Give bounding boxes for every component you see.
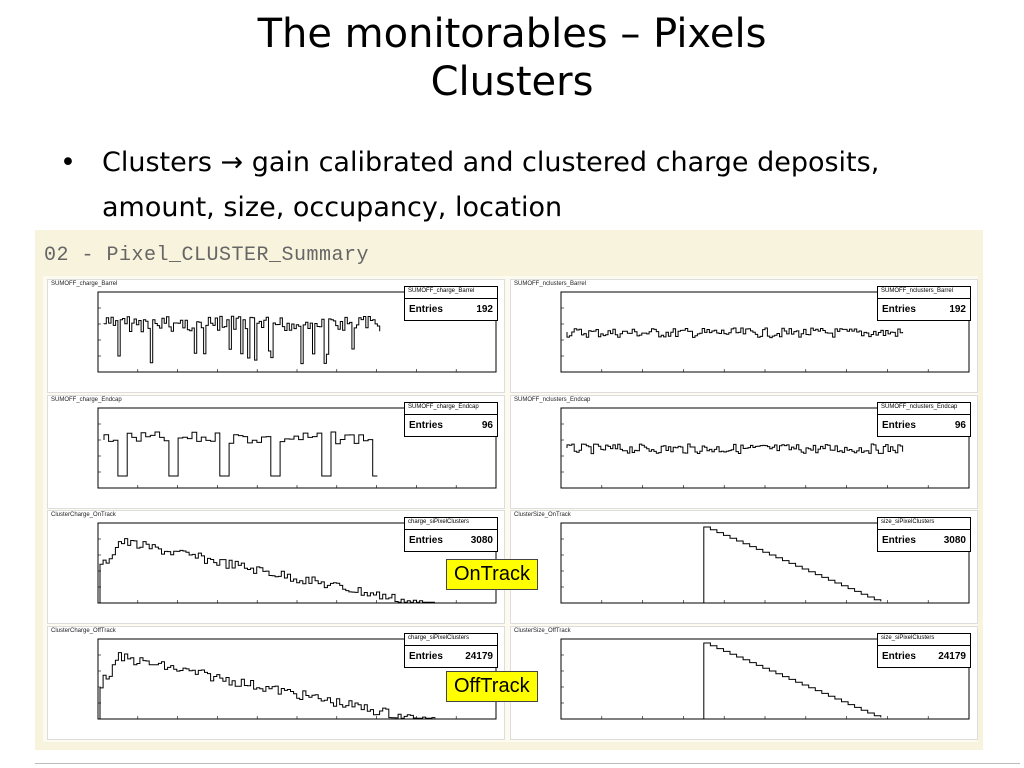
entries-value: 96 [954, 420, 966, 431]
entries-value: 192 [476, 304, 493, 315]
entries-value: 3080 [943, 535, 966, 546]
histogram-charge_offtrack: ClusterCharge_OffTrack charge_siPixelClus… [47, 626, 505, 740]
entries-label: Entries [882, 420, 916, 431]
stat-box-row: Entries 3080 [405, 530, 497, 551]
histogram-name: SUMOFF_nclusters_Barrel [514, 281, 587, 287]
stat-box-name: size_siPixelClusters [878, 518, 970, 530]
histogram-name: ClusterSize_OffTrack [514, 628, 571, 634]
histogram-size_offtrack: ClusterSize_OffTrack size_siPixelClusters… [510, 626, 978, 740]
histogram-line [99, 538, 435, 603]
histogram-name: SUMOFF_charge_Barrel [51, 281, 118, 287]
histogram-plot [97, 407, 497, 489]
stat-box-name: SUMOFF_nclusters_Barrel [878, 287, 970, 299]
histogram-line [103, 315, 381, 365]
entries-label: Entries [409, 651, 443, 662]
histogram-line [566, 443, 904, 455]
bullet-marker: • [60, 147, 76, 178]
entries-value: 192 [949, 304, 966, 315]
arrow-icon: → [220, 147, 244, 178]
histogram-plot [560, 407, 970, 489]
histogram-line [703, 526, 882, 603]
stat-box-name: size_siPixelClusters [878, 634, 970, 646]
ontrack-tag: OnTrack [446, 559, 538, 590]
slide-title-line1: The monitorables – Pixels [257, 11, 767, 57]
stat-box-name: SUMOFF_nclusters_Endcap [878, 403, 970, 415]
slide-title: The monitorables – Pixels Clusters [0, 10, 1024, 106]
histogram-line [566, 327, 904, 339]
histogram-plot [97, 291, 497, 373]
entries-label: Entries [409, 304, 443, 315]
bullet-text-end: gain calibrated and clustered charge dep… [102, 147, 880, 223]
offtrack-tag: OffTrack [446, 671, 538, 702]
entries-value: 3080 [470, 535, 493, 546]
bottom-divider [35, 763, 1020, 764]
stat-box-row: Entries 96 [878, 415, 970, 436]
stat-box-row: Entries 192 [878, 299, 970, 320]
stat-box-row: Entries 24179 [878, 646, 970, 667]
entries-value: 24179 [938, 651, 966, 662]
slide-title-line2: Clusters [430, 59, 594, 105]
entries-label: Entries [409, 420, 443, 431]
entries-value: 96 [481, 420, 493, 431]
histogram-line [703, 642, 882, 719]
stat-box-row: Entries 192 [405, 299, 497, 320]
histogram-name: ClusterSize_OnTrack [514, 512, 571, 518]
bullet-text: Clusters → gain calibrated and clustered… [102, 140, 962, 230]
stat-box-row: Entries 96 [405, 415, 497, 436]
stat-box-name: SUMOFF_charge_Barrel [405, 287, 497, 299]
stat-box-row: Entries 24179 [405, 646, 497, 667]
histogram-name: SUMOFF_nclusters_Endcap [514, 397, 591, 403]
histogram-charge_ontrack: ClusterCharge_OnTrack charge_siPixelClust… [47, 510, 505, 624]
histogram-plot [560, 291, 970, 373]
entries-label: Entries [882, 304, 916, 315]
histogram-name: SUMOFF_charge_Endcap [51, 397, 122, 403]
stat-box-row: Entries 3080 [878, 530, 970, 551]
histogram-name: ClusterCharge_OnTrack [51, 512, 116, 518]
histogram-name: ClusterCharge_OffTrack [51, 628, 116, 634]
summary-title: 02 - Pixel_CLUSTER_Summary [44, 244, 370, 267]
histogram-plot [560, 522, 970, 604]
entries-label: Entries [882, 535, 916, 546]
histogram-line [99, 652, 436, 719]
entries-value: 24179 [465, 651, 493, 662]
stat-box-name: charge_siPixelClusters [405, 518, 497, 530]
entries-label: Entries [409, 535, 443, 546]
bullet-text-start: Clusters [102, 147, 221, 178]
entries-label: Entries [882, 651, 916, 662]
histogram-line [103, 431, 378, 477]
stat-box-name: charge_siPixelClusters [405, 634, 497, 646]
stat-box-name: SUMOFF_charge_Endcap [405, 403, 497, 415]
histogram-plot [560, 638, 970, 720]
